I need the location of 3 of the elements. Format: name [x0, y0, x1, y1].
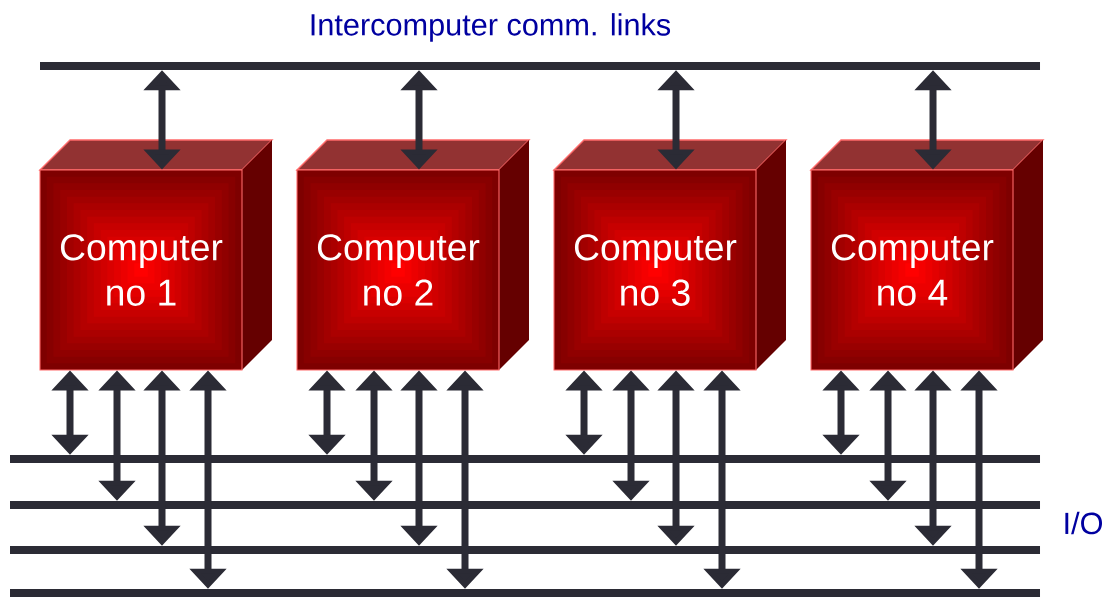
bus-label: I/O: [1065, 511, 1102, 535]
bus-label: Intercomputer comm. links: [311, 13, 671, 42]
bus-line: [10, 589, 1040, 597]
